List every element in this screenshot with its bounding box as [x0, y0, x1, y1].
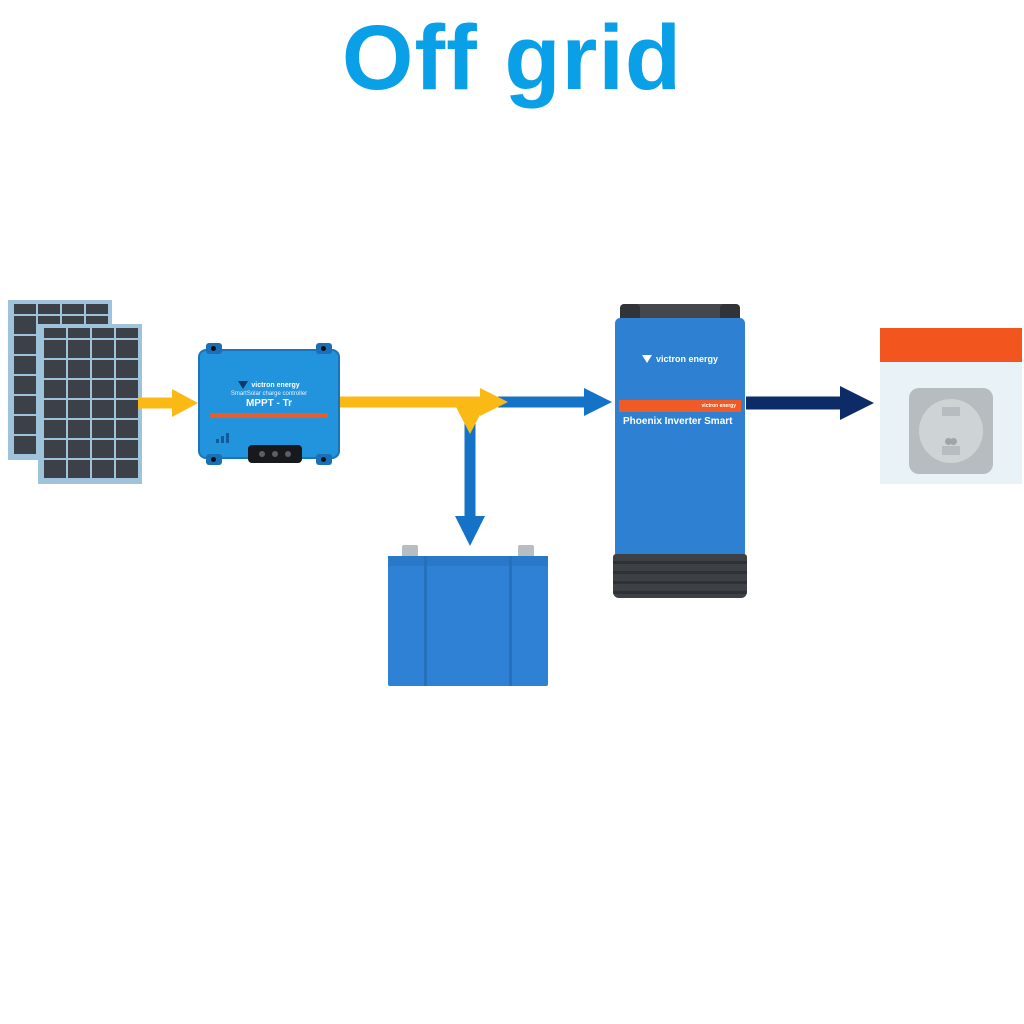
socket-pin-hole	[945, 438, 952, 445]
charge-down-arrow	[456, 401, 484, 434]
battery	[388, 545, 548, 686]
socket-ground-clip	[942, 446, 960, 455]
victron-logo-icon	[641, 355, 652, 363]
battery-seam	[509, 556, 512, 686]
socket-orange-bar	[880, 328, 1022, 362]
victron-logo: victron energy	[238, 381, 300, 389]
battery-seam	[424, 556, 427, 686]
mount-tab-icon	[206, 454, 222, 465]
phoenix-inverter: victron energy victron energy Phoenix In…	[613, 304, 747, 598]
mount-tab-icon	[316, 454, 332, 465]
socket-ground-clip	[942, 407, 960, 416]
socket-pin-hole	[950, 438, 957, 445]
solar-panel-front	[38, 324, 142, 484]
inverter-model-label: Phoenix Inverter Smart	[623, 416, 733, 427]
victron-logo: victron energy	[615, 354, 745, 364]
junction-to-inverter-arrow	[498, 388, 612, 416]
battery-lid	[388, 556, 548, 566]
junction-to-battery-arrow	[455, 416, 485, 546]
inverter-base	[613, 554, 747, 598]
inverter-body: victron energy victron energy Phoenix In…	[615, 318, 745, 558]
controller-to-junction-arrow	[340, 388, 508, 416]
inverter-to-socket-arrow	[746, 386, 874, 420]
mppt-orange-stripe	[210, 413, 328, 418]
battery-terminal-icon	[518, 545, 534, 557]
mppt-faceplate: victron energy SmartSolar charge control…	[200, 351, 338, 457]
socket-recess	[919, 399, 983, 463]
mppt-brand-label: victron energy	[251, 381, 300, 389]
inverter-stripe-label: victron energy	[701, 403, 736, 409]
bar-chart-icon	[216, 433, 229, 443]
mppt-charge-controller: victron energy SmartSolar charge control…	[198, 343, 340, 465]
ac-wall-socket	[880, 328, 1022, 484]
socket-plate	[909, 388, 993, 474]
mppt-model-label: MPPT - Tr	[245, 398, 293, 409]
mppt-product-label: SmartSolar charge controller	[230, 391, 308, 397]
mppt-terminal-block	[248, 445, 302, 463]
mount-tab-icon	[316, 343, 332, 354]
inverter-brand-label: victron energy	[655, 354, 719, 364]
page-title: Off grid	[341, 7, 683, 109]
pv-to-controller-arrow	[138, 389, 198, 417]
mount-tab-icon	[206, 343, 222, 354]
victron-logo-icon	[238, 381, 249, 389]
inverter-orange-stripe: victron energy	[619, 400, 741, 412]
battery-terminal-icon	[402, 545, 418, 557]
